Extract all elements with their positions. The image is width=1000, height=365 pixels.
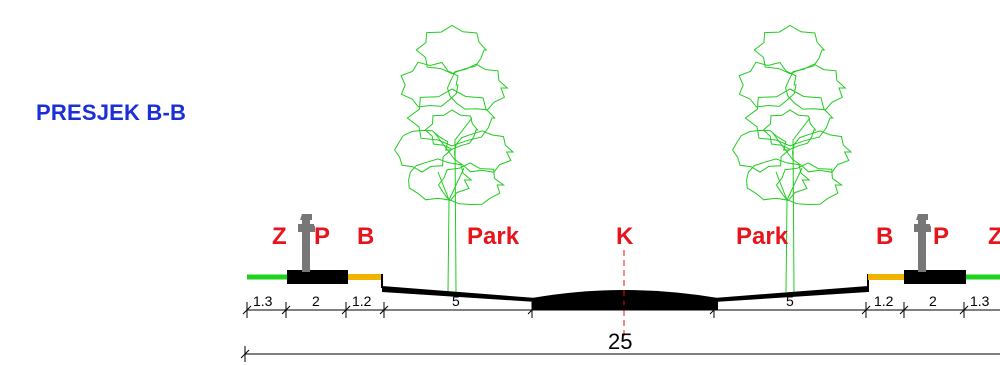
zone-label: Z	[272, 223, 287, 250]
dimension-label: 1.2	[352, 293, 372, 309]
bike-lane-right	[868, 274, 904, 280]
zone-label: Park	[736, 223, 789, 250]
pavement-right	[904, 270, 966, 284]
dimension-ticks	[242, 302, 969, 318]
dimension-label: 1.2	[874, 293, 894, 309]
bike-lane-left	[348, 274, 382, 280]
road-profile	[247, 270, 1000, 310]
dimension-label: 5	[452, 293, 460, 309]
park-surface-right	[714, 286, 868, 302]
pedestrian-figure-icon	[914, 214, 931, 272]
dimension-labels: 1.3 2 1.2 5 6 5 1.2 2 1.3	[253, 293, 990, 309]
dimension-label: 5	[786, 293, 794, 309]
dimension-label: 2	[929, 293, 937, 309]
park-surface-left	[382, 286, 536, 302]
dimension-label: 1.3	[253, 293, 273, 309]
carriageway	[532, 290, 718, 310]
zone-label: B	[876, 223, 893, 250]
dimension-label: 6	[619, 293, 627, 309]
zone-label: P	[933, 223, 949, 250]
dimension-label: 1.3	[970, 293, 990, 309]
zone-label: K	[616, 223, 634, 250]
zone-labels: Z P B Park K Park B P Z	[272, 223, 1000, 250]
tree-icon	[394, 24, 515, 293]
zone-label: P	[314, 223, 330, 250]
tree-icon	[732, 24, 853, 293]
zone-label: Park	[467, 223, 520, 250]
trees-group	[394, 24, 853, 293]
zone-label: Z	[988, 223, 1000, 250]
total-width-label: 25	[608, 329, 632, 354]
section-title: PRESJEK B-B	[36, 100, 187, 125]
pavement-left	[287, 270, 348, 284]
dimension-label: 2	[312, 293, 320, 309]
total-dimension: 25	[240, 329, 1000, 362]
zone-label: B	[357, 223, 374, 250]
pedestrian-figure-icon	[298, 214, 315, 272]
